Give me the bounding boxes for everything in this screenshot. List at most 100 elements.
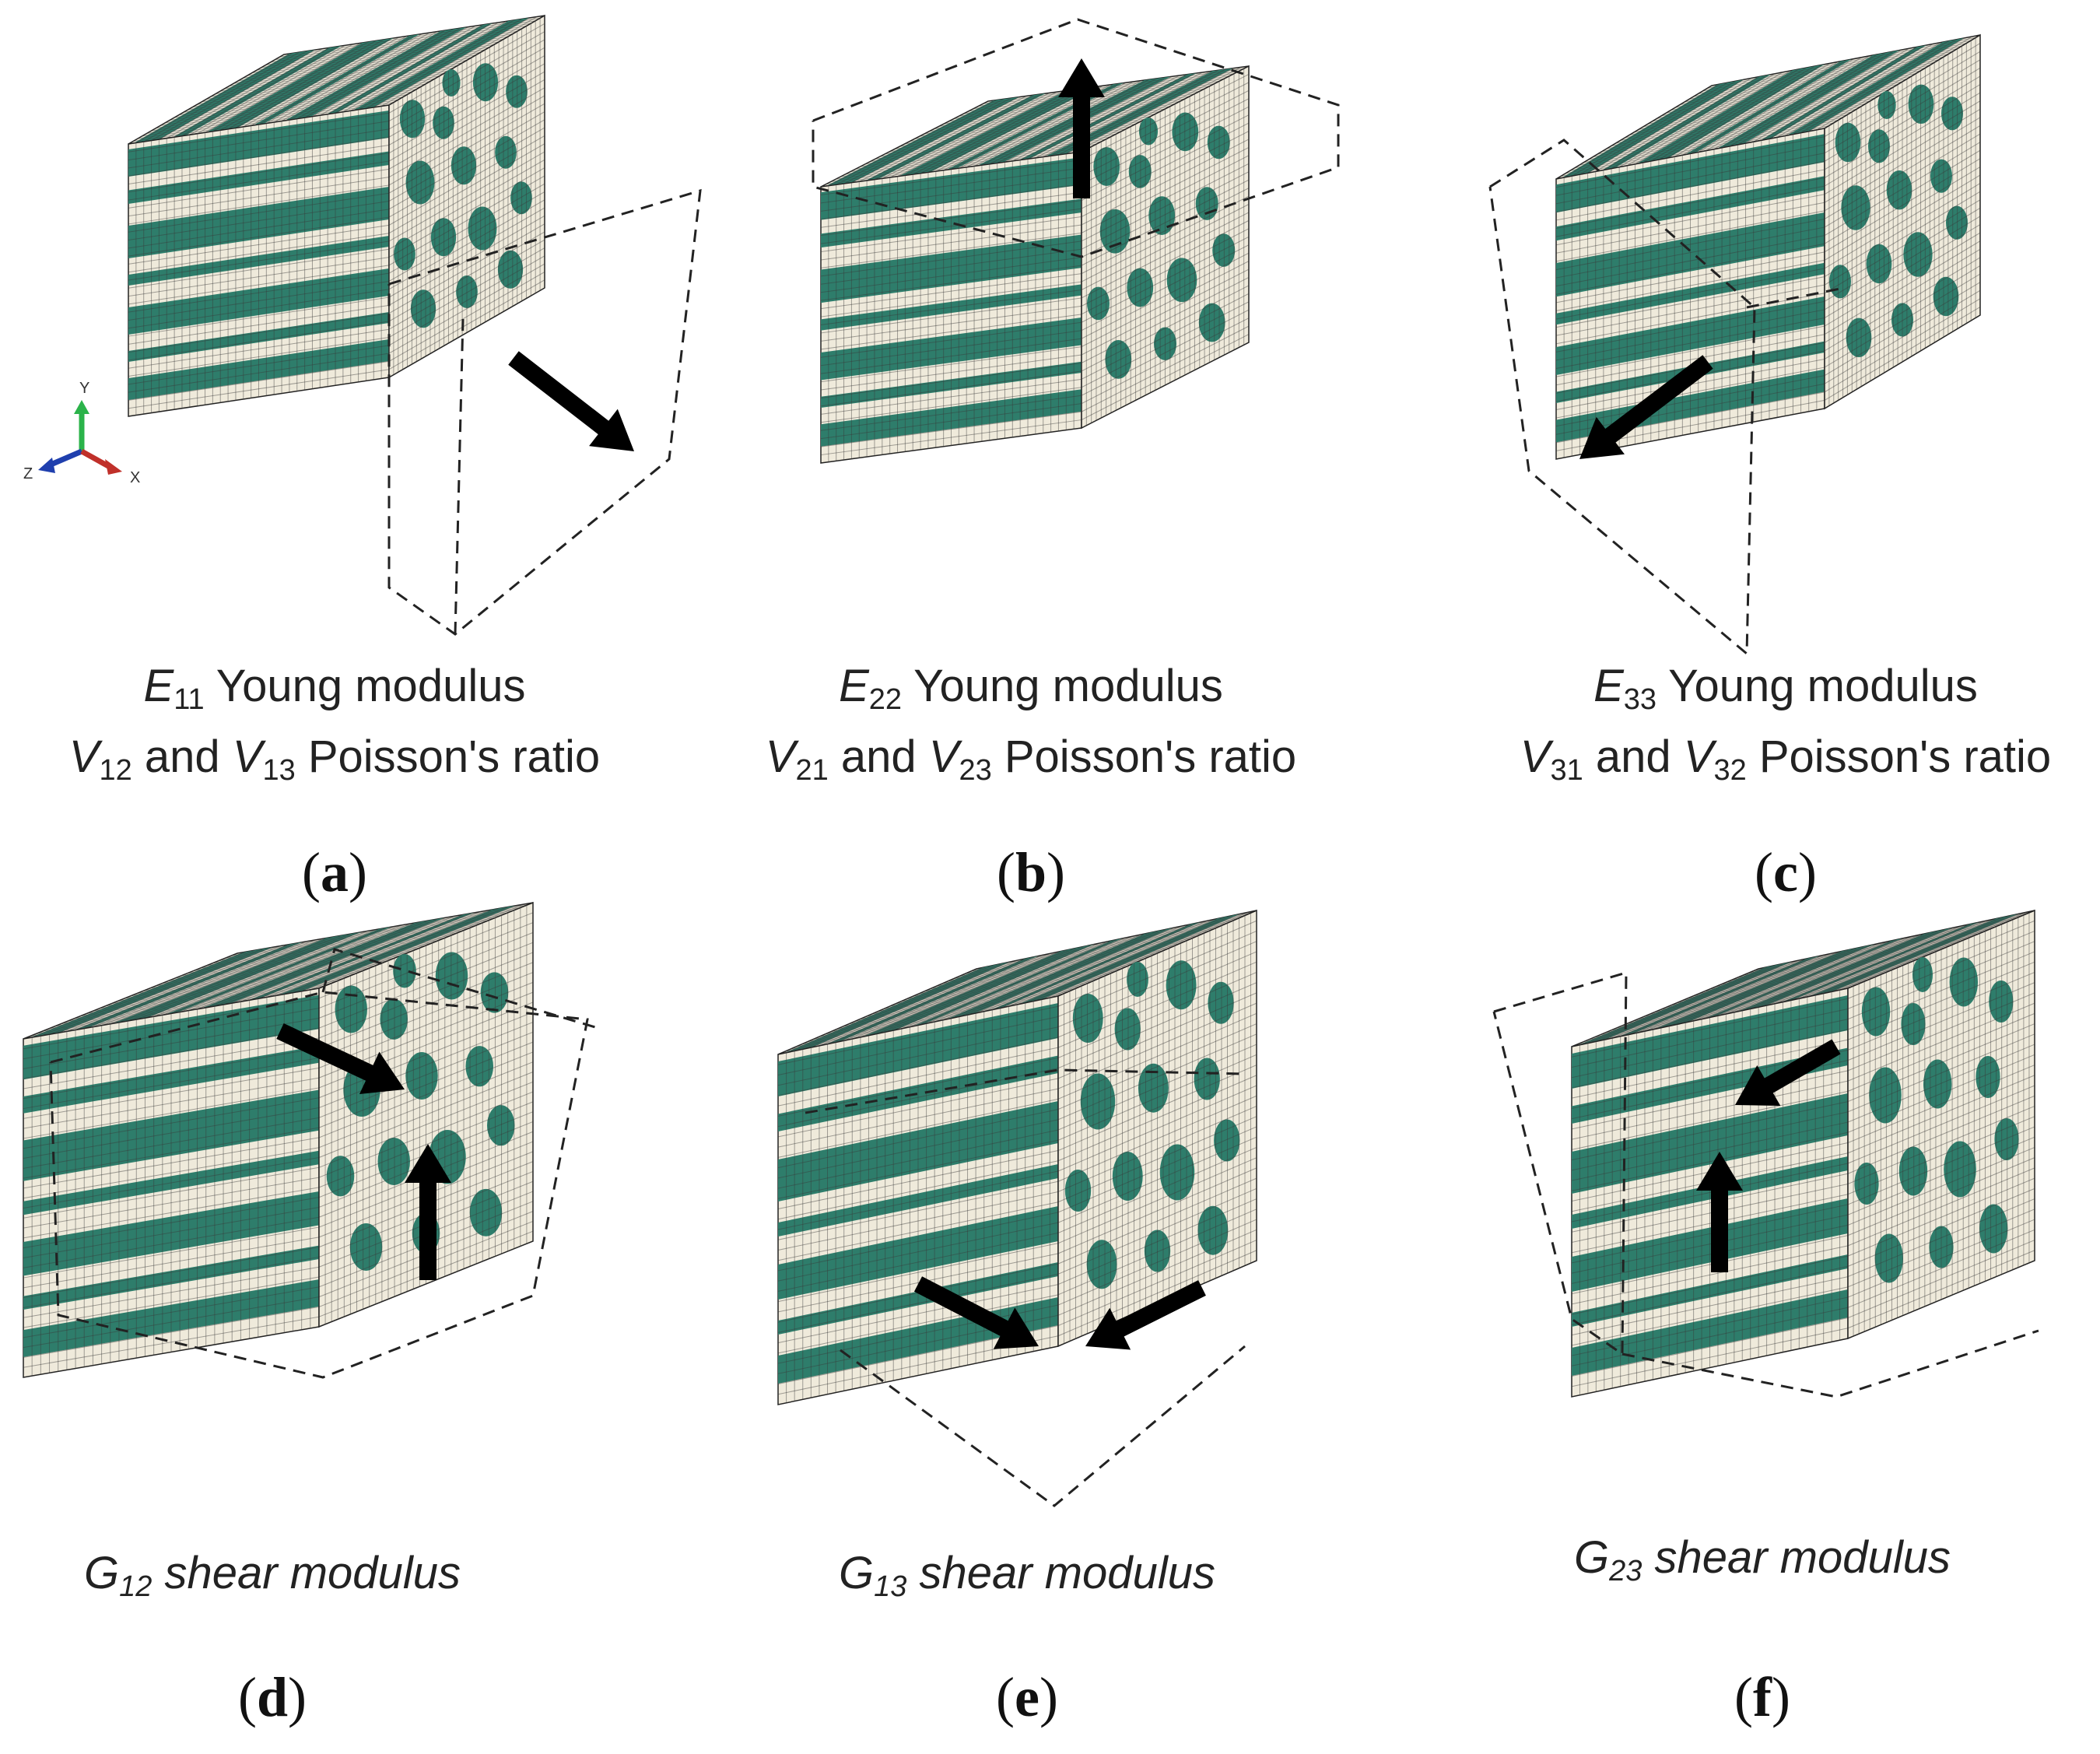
caption-line: V21 and V23 Poisson's ratio (681, 728, 1381, 799)
caption-text: Poisson's ratio (295, 731, 601, 782)
panel-letter: a (321, 841, 349, 903)
panel-letter: d (256, 1666, 289, 1728)
cube-front-face (23, 988, 320, 1378)
cube-top-face (777, 910, 1257, 1055)
cube-d (23, 901, 534, 1378)
caption-text: shear modulus (152, 1548, 461, 1598)
caption-line: G13 shear modulus (677, 1545, 1377, 1615)
cube-c (1555, 33, 1981, 460)
subscript: 33 (1623, 683, 1657, 716)
symbol: E (1593, 661, 1624, 711)
symbol: V (68, 731, 100, 782)
subscript: 21 (795, 754, 829, 787)
deformed-outline-f (1492, 970, 1628, 1356)
symbol: E (143, 661, 174, 711)
axis-triad: Y Z X (23, 380, 140, 486)
panel-label-d: (d) (237, 1666, 307, 1728)
cube-side-face (1824, 33, 1981, 410)
panel-label-a: (a) (302, 841, 367, 903)
caption-f: G23 shear modulus (1412, 1529, 2100, 1600)
caption-d: G12 shear modulus (0, 1545, 622, 1615)
cube-top-face (820, 65, 1250, 188)
subscript: 23 (959, 754, 992, 787)
caption-line: E33 Young modulus (1436, 658, 2100, 728)
deformed-outline-a (387, 188, 702, 636)
subscript: 31 (1550, 754, 1583, 787)
deformed-edge-a (454, 318, 465, 635)
cube-front-face (1555, 128, 1825, 460)
panel-letter: b (1015, 841, 1047, 903)
symbol: G (84, 1548, 120, 1598)
cube-top-face (1571, 910, 2035, 1047)
axis-label-z: Z (23, 465, 33, 482)
caption-e: G13 shear modulus (677, 1545, 1377, 1615)
cube-side-face (1847, 909, 2035, 1340)
caption-text: shear modulus (906, 1548, 1215, 1598)
cube-side-face (318, 901, 534, 1328)
caption-line: G12 shear modulus (0, 1545, 622, 1615)
panel-letter: f (1753, 1666, 1772, 1728)
cube-front-face (820, 151, 1082, 464)
caption-text: and (828, 731, 929, 782)
symbol: V (928, 731, 959, 782)
symbol: G (1574, 1532, 1610, 1583)
panel-label-c: (c) (1755, 841, 1817, 903)
subscript: 11 (174, 683, 205, 716)
caption-text: and (1583, 731, 1684, 782)
caption-line: V31 and V32 Poisson's ratio (1436, 728, 2100, 799)
caption-text: shear modulus (1642, 1532, 1951, 1583)
cube-side-face (1057, 909, 1257, 1348)
caption-text: Young modulus (204, 661, 526, 711)
load-arrow-e1 (913, 1276, 1039, 1349)
caption-text: Poisson's ratio (991, 731, 1297, 782)
subscript: 13 (874, 1570, 907, 1603)
deformed-edge-d (321, 948, 596, 1029)
axis-label-y: Y (79, 380, 89, 397)
symbol: V (765, 731, 796, 782)
load-arrow-b (1058, 58, 1105, 198)
panel-label-e: (e) (996, 1666, 1058, 1728)
cube-front-face (128, 104, 390, 417)
symbol: V (232, 731, 263, 782)
subscript: 22 (868, 683, 903, 716)
cube-a (128, 14, 545, 417)
cube-side-face (1081, 65, 1250, 430)
subscript: 12 (119, 1570, 153, 1603)
cube-front-face (1571, 988, 1849, 1398)
symbol: V (1520, 731, 1551, 782)
cube-side-face (388, 14, 545, 379)
symbol: E (839, 661, 869, 711)
caption-line: G23 shear modulus (1412, 1529, 2100, 1600)
symbol: V (1683, 731, 1714, 782)
symbol: G (839, 1548, 875, 1598)
deformed-edge-c (1746, 286, 1845, 309)
cube-top-face (1555, 34, 1981, 180)
panel-letter: e (1015, 1666, 1039, 1728)
subscript: 12 (99, 754, 132, 787)
caption-line: V12 and V13 Poisson's ratio (0, 728, 685, 799)
panel-label-b: (b) (996, 841, 1065, 903)
cube-e (777, 909, 1257, 1405)
caption-text: Young modulus (902, 661, 1223, 711)
caption-text: and (131, 731, 233, 782)
cube-f (1571, 909, 2035, 1398)
load-arrow-d2 (405, 1144, 451, 1280)
axis-label-x: X (130, 469, 140, 486)
deformed-outline-d (49, 991, 589, 1379)
load-arrow-a (508, 351, 635, 452)
cube-top-face (128, 15, 545, 145)
load-arrow-d1 (276, 1023, 405, 1094)
load-arrow-c (1579, 355, 1713, 459)
caption-line: E11 Young modulus (0, 658, 685, 728)
panel-label-f: (f) (1734, 1666, 1790, 1728)
deformed-edge-e (805, 1068, 1246, 1114)
cube-b (820, 65, 1250, 464)
deformed-outline-c (1488, 139, 1756, 657)
cube-front-face (777, 995, 1059, 1405)
subscript: 23 (1609, 1555, 1642, 1587)
caption-text: Poisson's ratio (1746, 731, 2052, 782)
